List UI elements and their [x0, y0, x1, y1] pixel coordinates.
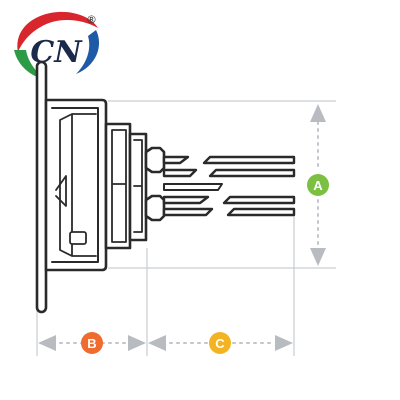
housing-cross-detail: [55, 175, 67, 207]
rear-block-detail: [133, 139, 143, 233]
dimension-b-label: B: [87, 336, 96, 351]
wire-lower-right: [222, 195, 296, 217]
housing-foot-detail: [69, 231, 87, 245]
arrow-head-icon: [310, 104, 326, 122]
rear-block: [128, 132, 148, 242]
dimension-lines: [36, 100, 336, 356]
arrow-head-icon: [128, 335, 146, 351]
dimension-b: B: [38, 332, 146, 354]
dimension-b-badge: [81, 332, 103, 354]
dimension-c-label: C: [215, 336, 225, 351]
dimension-c-badge: [209, 332, 231, 354]
mounting-flange: [35, 60, 48, 314]
logo-swoosh-green: [14, 50, 46, 80]
terminal-nut-upper: [144, 146, 166, 174]
arrow-head-icon: [148, 335, 166, 351]
dimension-a-badge: [307, 174, 329, 196]
logo-swoosh-red: [17, 11, 98, 53]
arrow-head-icon: [38, 335, 56, 351]
wire-mid: [163, 183, 223, 191]
housing-inner-outline: [51, 107, 99, 263]
wire-upper-right: [202, 155, 296, 178]
wire-lower-left: [162, 195, 214, 217]
brand-logo: CN ®: [14, 11, 100, 80]
housing-body: [44, 98, 108, 272]
arrow-head-icon: [275, 335, 293, 351]
terminal-nut-lower: [144, 194, 166, 222]
connector-drawing: [35, 60, 166, 314]
terminal-wires: [162, 155, 296, 217]
logo-swoosh-blue: [76, 30, 100, 74]
dimension-a-label: A: [313, 178, 323, 193]
wire-upper-left: [162, 155, 198, 178]
dimension-a: A: [307, 104, 329, 266]
dimension-c: C: [148, 332, 293, 354]
arrow-head-icon: [310, 248, 326, 266]
housing-step-detail: [111, 129, 127, 243]
registered-mark: ®: [86, 13, 97, 26]
